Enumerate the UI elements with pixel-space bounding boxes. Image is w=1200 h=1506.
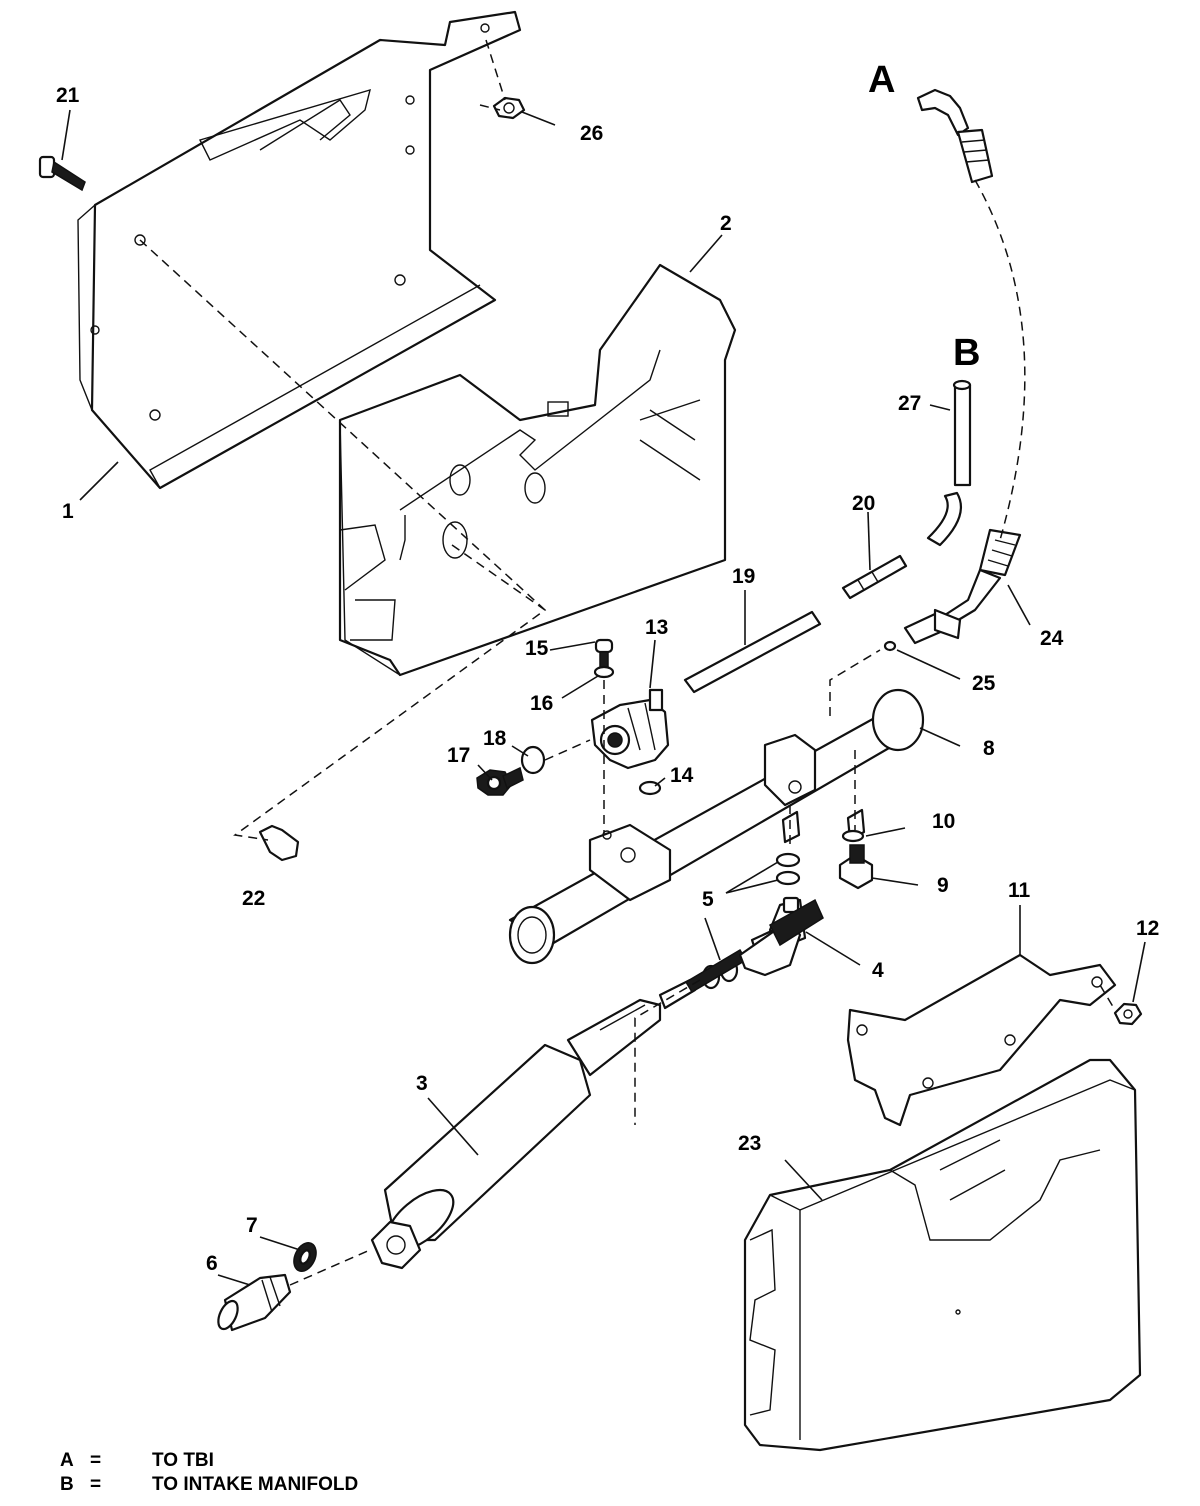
nut-26 (492, 96, 526, 120)
callout-8: 8 (983, 737, 995, 760)
callout-27: 27 (898, 392, 921, 415)
assembly-lines (139, 39, 1116, 1286)
fuel-pump-3 (370, 898, 824, 1270)
legend-key: B (60, 1474, 74, 1495)
callout-24: 24 (1040, 627, 1064, 650)
callout-11: 11 (1008, 879, 1031, 902)
callout-12: 12 (1136, 917, 1159, 940)
legend-row-a: A = TO TBI (60, 1450, 214, 1472)
callout-21: 21 (56, 84, 80, 107)
screw-21 (38, 155, 86, 192)
fitting-6 (217, 1273, 292, 1332)
callout-10: 10 (932, 810, 955, 833)
cover-23 (743, 1058, 1142, 1452)
callout-17: 17 (447, 744, 470, 767)
nut-12 (1113, 1002, 1143, 1026)
o-ring-25 (883, 640, 897, 652)
housing-2 (338, 263, 737, 677)
callout-20: 20 (852, 492, 875, 515)
leader-lines (61, 109, 1146, 1286)
fuel-rail-8 (508, 688, 925, 965)
pressure-regulator-13 (590, 688, 670, 770)
bracket-1 (77, 10, 522, 490)
callout-15: 15 (525, 637, 549, 660)
tube-19 (683, 610, 822, 694)
legend-text: TO INTAKE MANIFOLD (152, 1474, 359, 1495)
legend-equals: = (90, 1450, 102, 1471)
fitting-20 (841, 554, 908, 600)
callout-5: 5 (702, 888, 714, 911)
screw-15 (594, 638, 614, 673)
callout-13: 13 (645, 616, 668, 639)
callout-4: 4 (872, 959, 884, 982)
callout-16: 16 (530, 692, 553, 715)
callout-18: 18 (483, 727, 507, 750)
callout-19: 19 (732, 565, 755, 588)
fitting-9 (838, 844, 874, 890)
legend-row-b: B = TO INTAKE MANIFOLD (60, 1474, 358, 1496)
hose-27 (926, 379, 972, 547)
legend-text: TO TBI (152, 1450, 214, 1471)
washer-16 (593, 665, 615, 679)
callout-9: 9 (937, 874, 949, 897)
callout-14: 14 (670, 764, 694, 787)
washer-7 (293, 1242, 317, 1272)
fuel-line-24 (903, 88, 1022, 645)
callout-7: 7 (246, 1214, 258, 1237)
washer-18 (520, 745, 546, 775)
connection-a-letter: A (868, 59, 895, 101)
callout-25: 25 (972, 672, 996, 695)
bracket-11 (846, 953, 1117, 1127)
legend-key: A (60, 1450, 74, 1471)
callout-23: 23 (738, 1132, 761, 1155)
callout-1: 1 (62, 500, 74, 523)
callout-22: 22 (242, 887, 265, 910)
connection-b-letter: B (953, 332, 980, 374)
callout-26: 26 (580, 122, 603, 145)
plug-22 (258, 824, 300, 862)
callout-labels: 21 26 2 1 27 20 19 13 15 16 18 17 14 8 2… (56, 59, 1159, 1275)
o-ring-10 (841, 829, 865, 843)
legend-equals: = (90, 1474, 102, 1495)
callout-6: 6 (206, 1252, 218, 1275)
bolt-17 (476, 766, 524, 796)
callout-3: 3 (416, 1072, 428, 1095)
callout-2: 2 (720, 212, 732, 235)
